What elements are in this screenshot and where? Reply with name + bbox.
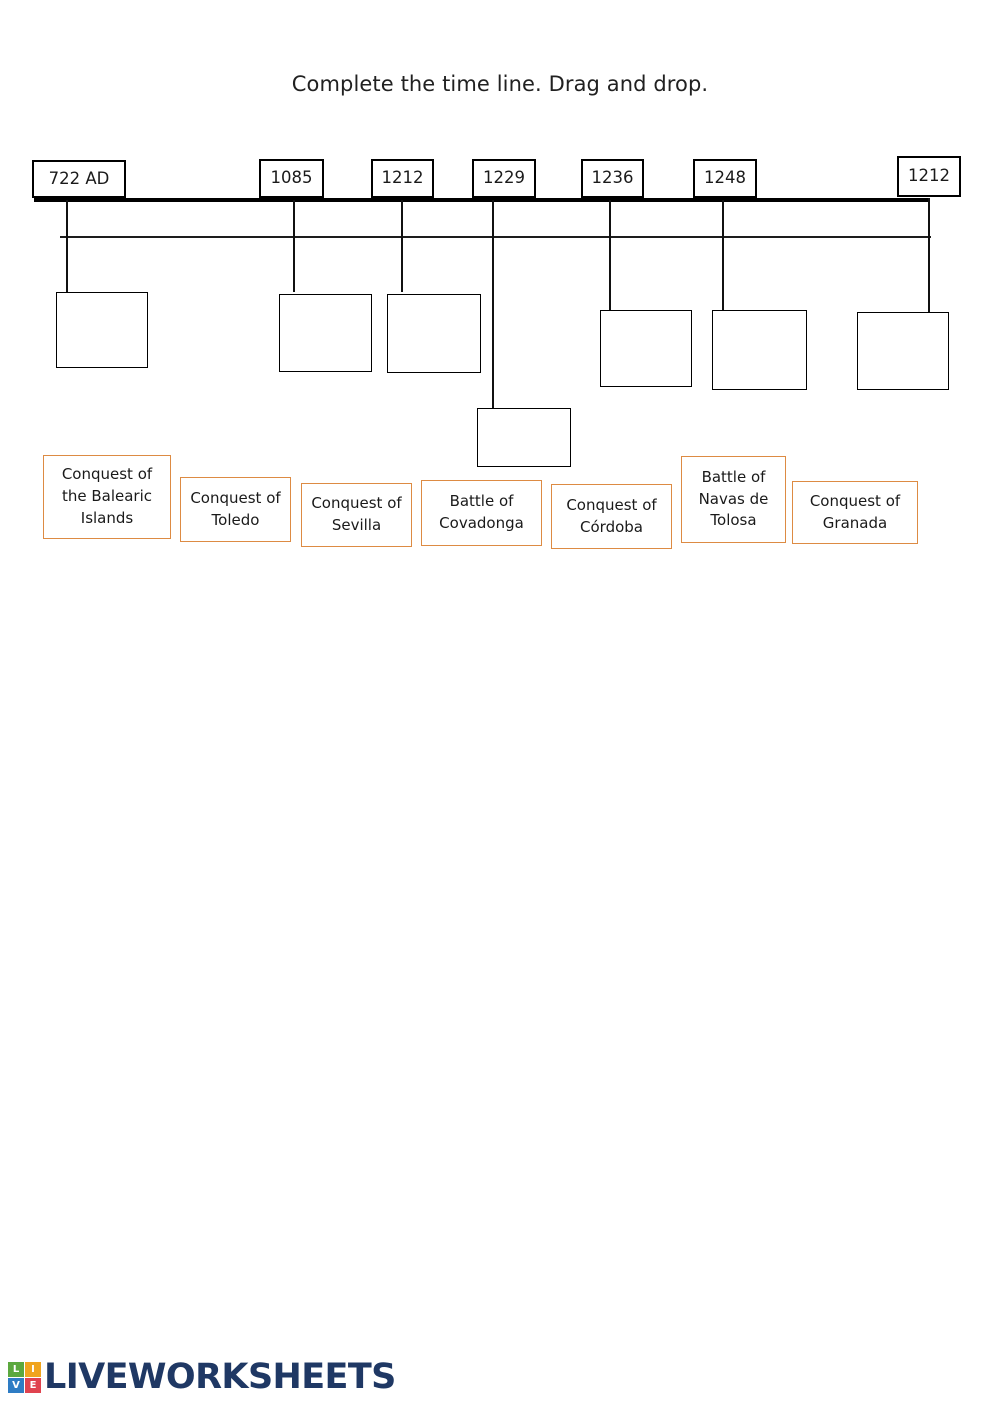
draggable-answer-tile-3[interactable]: Conquest of Sevilla <box>301 483 412 547</box>
timeline-date-box-7: 1212 <box>897 156 961 197</box>
liveworksheets-wordmark: LIVEWORKSHEETS <box>44 1357 396 1397</box>
timeline-date-box-5: 1236 <box>581 159 644 198</box>
draggable-answer-tile-1[interactable]: Conquest of the Balearic Islands <box>43 455 171 539</box>
timeline-connector-5 <box>609 200 612 310</box>
timeline-connector-7 <box>928 198 931 312</box>
drop-zone-1[interactable] <box>56 292 148 368</box>
timeline-connector-3 <box>401 200 404 292</box>
drop-zone-5[interactable] <box>600 310 692 387</box>
drop-zone-3[interactable] <box>387 294 481 373</box>
timeline-connector-1 <box>66 200 69 292</box>
timeline-connector-4 <box>492 200 495 408</box>
timeline-connector-6 <box>722 200 725 310</box>
drop-zone-7[interactable] <box>857 312 949 390</box>
timeline-date-box-2: 1085 <box>259 159 324 198</box>
timeline-date-box-1: 722 AD <box>32 160 126 198</box>
logo-cell-v: V <box>8 1378 24 1393</box>
logo-cell-l: L <box>8 1362 24 1377</box>
timeline-main-axis <box>34 198 930 202</box>
timeline-date-box-6: 1248 <box>693 159 757 198</box>
logo-cell-i: I <box>25 1362 41 1377</box>
liveworksheets-logo-icon: L I V E <box>8 1362 41 1393</box>
timeline-connector-2 <box>293 200 296 292</box>
liveworksheets-logo: L I V E LIVEWORKSHEETS <box>8 1360 396 1395</box>
draggable-answer-tile-7[interactable]: Conquest of Granada <box>792 481 918 544</box>
timeline-date-box-4: 1229 <box>472 159 536 198</box>
drop-zone-2[interactable] <box>279 294 372 372</box>
timeline-secondary-axis <box>60 236 931 238</box>
draggable-answer-tile-6[interactable]: Battle of Navas de Tolosa <box>681 456 786 543</box>
timeline-date-box-3: 1212 <box>371 159 434 198</box>
draggable-answer-tile-2[interactable]: Conquest of Toledo <box>180 477 291 542</box>
drop-zone-4[interactable] <box>477 408 571 467</box>
logo-cell-e: E <box>25 1378 41 1393</box>
draggable-answer-tile-5[interactable]: Conquest of Córdoba <box>551 484 672 549</box>
drop-zone-6[interactable] <box>712 310 807 390</box>
draggable-answer-tile-4[interactable]: Battle of Covadonga <box>421 480 542 546</box>
page-title: Complete the time line. Drag and drop. <box>291 72 709 96</box>
